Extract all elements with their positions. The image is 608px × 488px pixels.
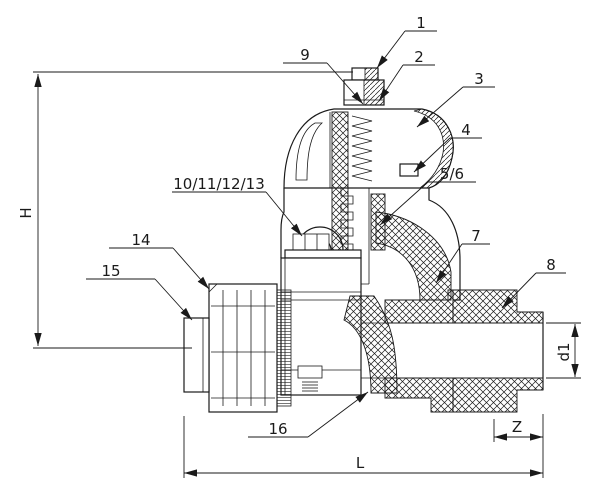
leader-3: [416, 86, 495, 128]
callout-14: 14: [131, 231, 150, 249]
callout-leaders: [86, 30, 566, 438]
union-nut-shape: [183, 283, 292, 413]
callout-10-13: 10/11/12/13: [173, 175, 265, 193]
callout-16: 16: [268, 420, 287, 438]
leader-2: [378, 64, 435, 102]
callout-3: 3: [474, 70, 484, 88]
leader-14: [109, 247, 210, 290]
callout-9: 9: [300, 46, 310, 64]
callout-5-6: 5/6: [440, 165, 464, 183]
callout-2: 2: [414, 48, 424, 66]
handwheel-shape: [283, 108, 454, 189]
cap-shape: [343, 67, 385, 106]
leader-9: [283, 62, 364, 105]
leader-16: [248, 391, 369, 438]
leader-10-13: [172, 191, 303, 237]
drain-screw-shape: [297, 365, 323, 392]
leader-1: [376, 30, 437, 69]
dimension-lines: H L Z d1: [17, 71, 581, 478]
callout-1: 1: [416, 14, 426, 32]
outlet-shape: [384, 289, 544, 413]
dim-label-Z: Z: [512, 418, 522, 436]
callout-4: 4: [461, 121, 471, 139]
dim-label-H: H: [17, 207, 35, 218]
leader-5-6: [379, 181, 476, 226]
leader-8: [501, 272, 566, 309]
dim-label-L: L: [356, 454, 365, 472]
callout-8: 8: [546, 256, 556, 274]
dim-label-d1: d1: [555, 342, 573, 361]
leader-7: [435, 243, 490, 284]
callout-7: 7: [471, 227, 481, 245]
leader-15: [86, 278, 193, 321]
valve-body-geometry: [183, 67, 544, 413]
callout-15: 15: [101, 262, 120, 280]
callout-labels: 1 2 3 4 5/6 7 8 9 10/11/12/13 14 15 16: [101, 14, 555, 438]
leader-4: [413, 137, 482, 173]
